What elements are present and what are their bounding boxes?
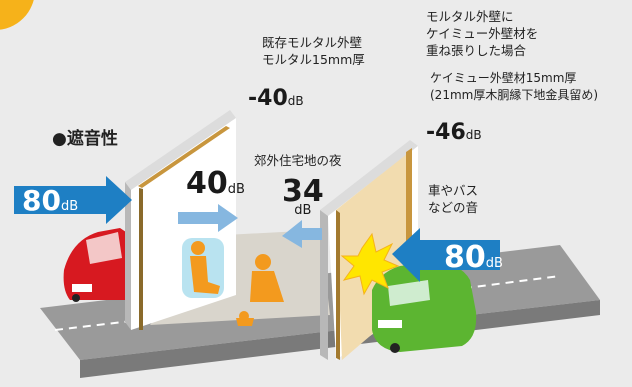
noise-source-line1: 車やバス [428, 183, 479, 198]
people-figures [182, 238, 284, 326]
noise-burst [340, 232, 400, 296]
overlay-wall-line3: 重ね張りした場合 [426, 43, 527, 58]
right-outside-level: 80dB [444, 240, 503, 275]
arrow-right-inside [282, 220, 322, 248]
existing-wall-reduction-unit: dB [287, 94, 304, 108]
overlay-material-line1: ケイミュー外壁材15mm厚 [430, 71, 577, 85]
overlay-wall-label: モルタル外壁に ケイミュー外壁材を 重ね張りした場合 [426, 8, 538, 59]
left-inside-value: 40 [186, 166, 228, 201]
overlay-wall-reduction-value: -46 [426, 120, 466, 145]
right-inside-value: 34 [282, 174, 324, 209]
left-outside-unit: dB [60, 199, 79, 214]
right-outside-unit: dB [485, 256, 503, 271]
right-outside-value: 80 [444, 240, 486, 275]
night-label: 郊外住宅地の夜 [254, 153, 342, 168]
overlay-wall-line2: ケイミュー外壁材を [426, 26, 539, 41]
left-inside-level: 40dB [186, 166, 245, 201]
existing-wall-reduction-value: -40 [248, 86, 288, 111]
green-car [372, 262, 477, 353]
left-outside-value: 80 [22, 184, 61, 217]
existing-wall-line1: 既存モルタル外壁 [262, 35, 363, 50]
red-car [63, 228, 132, 302]
overlay-wall-reduction: -46dB [426, 120, 482, 145]
arrow-left-inside [178, 204, 238, 232]
arrow-right-outside [392, 228, 500, 282]
noise-source-label: 車やバス などの音 [428, 182, 478, 216]
noise-source-line2: などの音 [428, 200, 479, 215]
left-inside-unit: dB [227, 182, 245, 197]
section-heading: ●遮音性 [52, 129, 118, 149]
overlay-material-line2: (21mm厚木胴縁下地金具留め) [430, 88, 599, 102]
existing-wall-reduction: -40dB [248, 86, 304, 111]
overlay-wall-reduction-unit: dB [465, 128, 482, 142]
existing-wall-label: 既存モルタル外壁 モルタル15mm厚 [262, 34, 365, 68]
corner-badge [0, 0, 34, 30]
right-inside-level: 34 dB [282, 174, 324, 218]
overlay-wall-line1: モルタル外壁に [426, 9, 514, 24]
existing-wall-line2: モルタル15mm厚 [262, 52, 365, 67]
left-outside-level: 80dB [22, 184, 78, 217]
right-inside-unit: dB [294, 203, 312, 218]
arrow-left-outside [14, 176, 132, 224]
overlay-material-label: ケイミュー外壁材15mm厚 (21mm厚木胴縁下地金具留め) [430, 70, 598, 104]
